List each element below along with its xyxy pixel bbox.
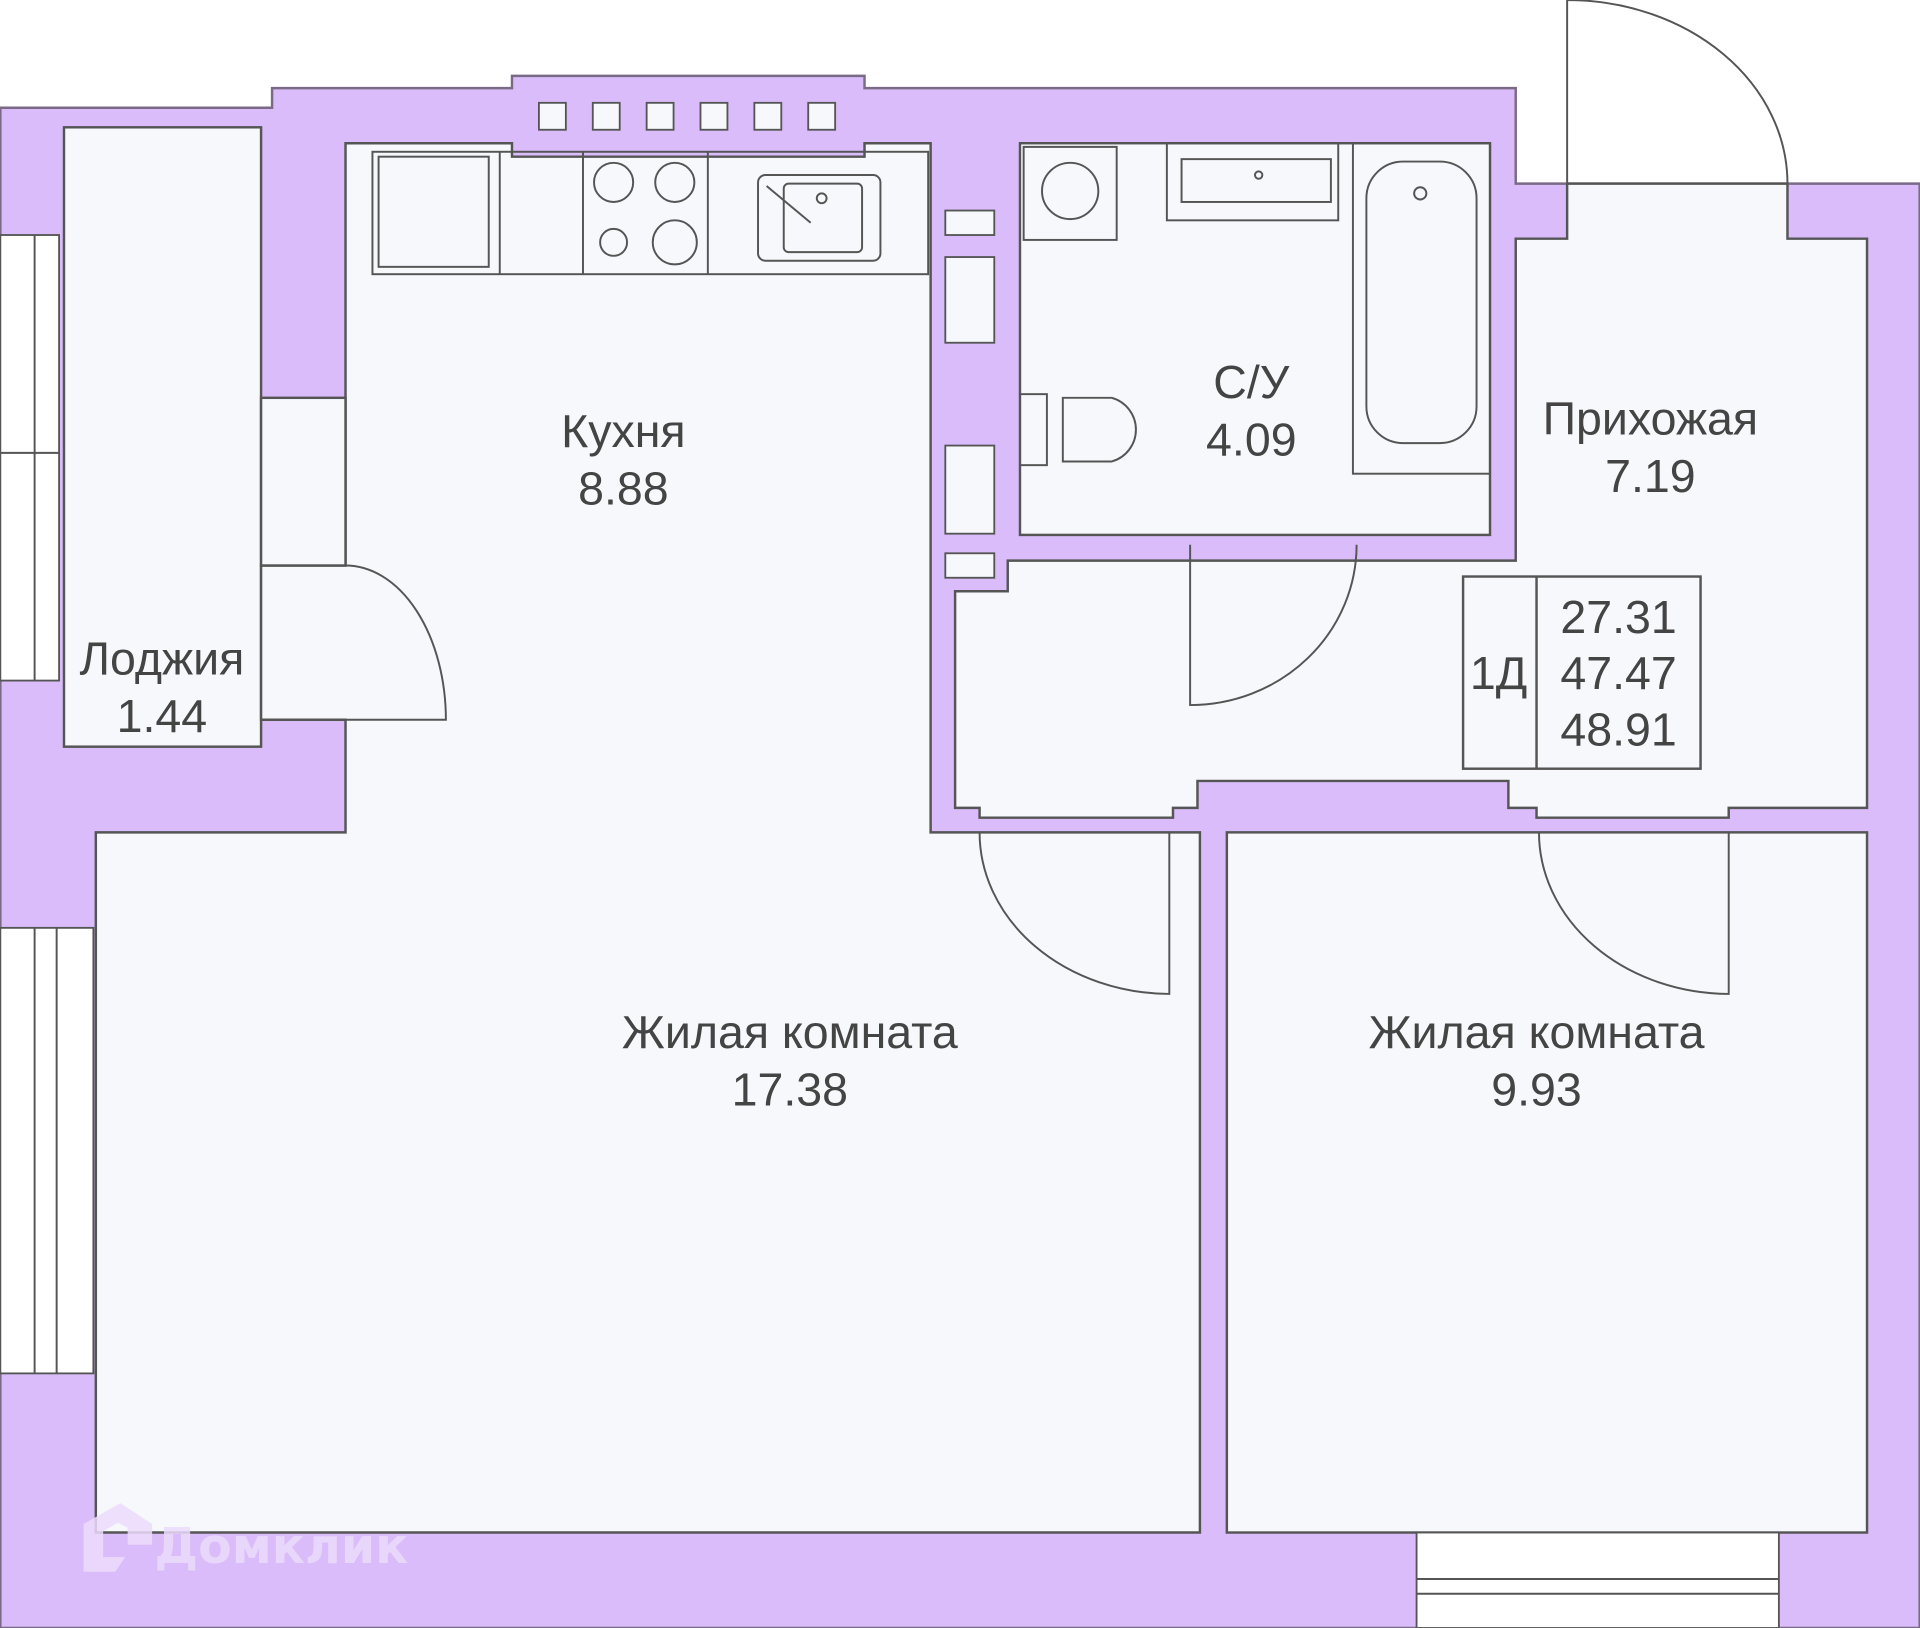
room-area-loggia: 1.44 [117,690,208,742]
loggia-passage [259,396,347,567]
room-area-bedroom: 9.93 [1491,1063,1582,1115]
ventilation-shafts [538,101,996,579]
room-hallway [953,182,1869,819]
bathroom-fixtures [1018,142,1491,475]
room-name-bedroom: Жилая комната [1369,1006,1705,1058]
room-name-loggia: Лоджия [80,632,245,684]
room-name-hallway: Прихожая [1543,393,1758,445]
room-area-living: 17.38 [732,1063,848,1115]
balcony-window [1415,1531,1780,1628]
room-bathroom [1018,141,1492,537]
window-loggia [0,234,61,682]
room-name-living: Жилая комната [622,1006,958,1058]
domclick-logo-icon [83,1503,153,1572]
room-name-bathroom: С/У [1213,356,1290,408]
room-area-bathroom: 4.09 [1206,413,1297,465]
doors [345,0,1789,995]
living-area: 27.31 [1560,591,1676,643]
area-summary: 1Д 27.31 47.47 48.91 [1461,575,1702,770]
svg-text:С/У4.09: С/У4.09 [1206,356,1297,466]
room-kitchen-living [94,141,1202,1534]
room-loggia [62,126,263,748]
apartment-type: 1Д [1470,647,1527,699]
total-area-with-loggia: 48.91 [1560,703,1676,755]
total-area: 47.47 [1560,647,1676,699]
room-area-hallway: 7.19 [1605,450,1696,502]
kitchen-furniture [371,150,930,276]
room-area-kitchen: 8.88 [578,462,669,514]
room-name-kitchen: Кухня [561,405,685,457]
domclick-watermark: Домклик [83,1503,409,1575]
svg-text:Домклик: Домклик [155,1518,409,1575]
window-living [0,926,95,1375]
room-bedroom [1225,831,1869,1534]
